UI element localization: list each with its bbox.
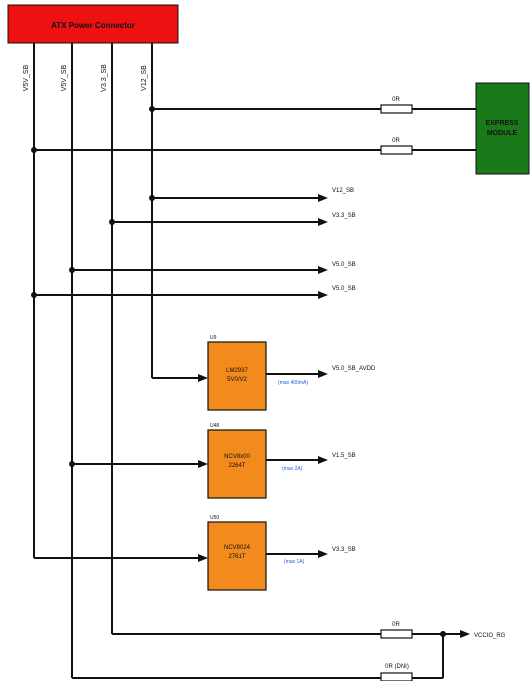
arrow-u50-in — [198, 554, 208, 562]
arrow-v50b — [318, 291, 328, 299]
out-label-v50: V5.0_SB — [332, 262, 356, 268]
out-label-v15: V1.5_SB — [332, 453, 356, 459]
out-label-v33: V3.3_SB — [332, 213, 356, 219]
regulator-u9-line2: 5V0/V2 — [227, 377, 247, 383]
regulator-u50-note: (max 1A) — [284, 559, 305, 565]
regulator-u50-line1: NCV8024 — [224, 545, 251, 551]
junction-v33-out — [109, 219, 115, 225]
regulator-u48-line1: NCV8x00 — [224, 454, 250, 460]
arrow-u9-out — [318, 370, 328, 378]
atx-connector-label: ATX Power Connector — [51, 21, 135, 30]
atx-connector-block — [7, 4, 179, 44]
resistor-r-mid — [380, 145, 413, 155]
regulator-u9-note: (max 400mA) — [278, 380, 308, 386]
junction-vccio — [440, 631, 446, 637]
regulator-u9-line1: LM2937 — [226, 368, 248, 374]
express-module-label-1: EXPRESS — [485, 120, 518, 127]
regulator-u48-ref: U48 — [210, 423, 219, 429]
junction-v5-module — [31, 147, 37, 153]
arrow-v33 — [318, 218, 328, 226]
resistor-r-dni — [380, 672, 413, 681]
arrow-vccio — [460, 630, 470, 638]
rail-label-4: V12_SB — [141, 65, 148, 91]
regulator-u48-line2: 2264T — [228, 463, 245, 469]
resistor-r-dni-label: 0R (DNI) — [385, 664, 409, 670]
express-module-block — [475, 82, 530, 175]
out-label-avdd: V5.0_SB_AVDD — [332, 366, 376, 372]
resistor-r-vcc-label: 0R — [392, 622, 400, 628]
arrow-u48-out — [318, 456, 328, 464]
regulator-u48-note: (max 2A) — [282, 466, 303, 472]
arrow-u9-in — [198, 374, 208, 382]
resistor-r-vcc — [380, 629, 413, 639]
rail-label-3: V3.3_SB — [101, 64, 108, 92]
arrow-v12 — [318, 194, 328, 202]
regulator-u48 — [207, 429, 267, 499]
junction-v50b-out — [31, 292, 37, 298]
rail-label-1: V5V_SB — [23, 64, 30, 91]
arrow-u48-in — [198, 460, 208, 468]
out-label-v33b: V3.3_SB — [332, 547, 356, 553]
out-label-v50b: V5.0_SB — [332, 286, 356, 292]
regulator-u50-line2: 2761T — [228, 554, 245, 560]
express-module-label-2: MODULE — [487, 130, 518, 137]
rail-label-2: V5V_SB — [61, 64, 68, 91]
junction-v50-out — [69, 267, 75, 273]
regulator-u9 — [207, 341, 267, 411]
resistor-r-top-label: 0R — [392, 97, 400, 103]
junction-v12-out — [149, 195, 155, 201]
out-label-vccio: VCCIO_RG — [474, 633, 506, 639]
regulator-u50-ref: U50 — [210, 515, 219, 521]
out-label-v12: V12_SB — [332, 188, 354, 194]
resistor-r-top — [380, 104, 413, 114]
resistor-r-mid-label: 0R — [392, 138, 400, 144]
junction-v12-module — [149, 106, 155, 112]
arrow-v50 — [318, 266, 328, 274]
regulator-u9-ref: U9 — [210, 335, 217, 341]
arrow-u50-out — [318, 550, 328, 558]
regulator-u50 — [207, 521, 267, 591]
